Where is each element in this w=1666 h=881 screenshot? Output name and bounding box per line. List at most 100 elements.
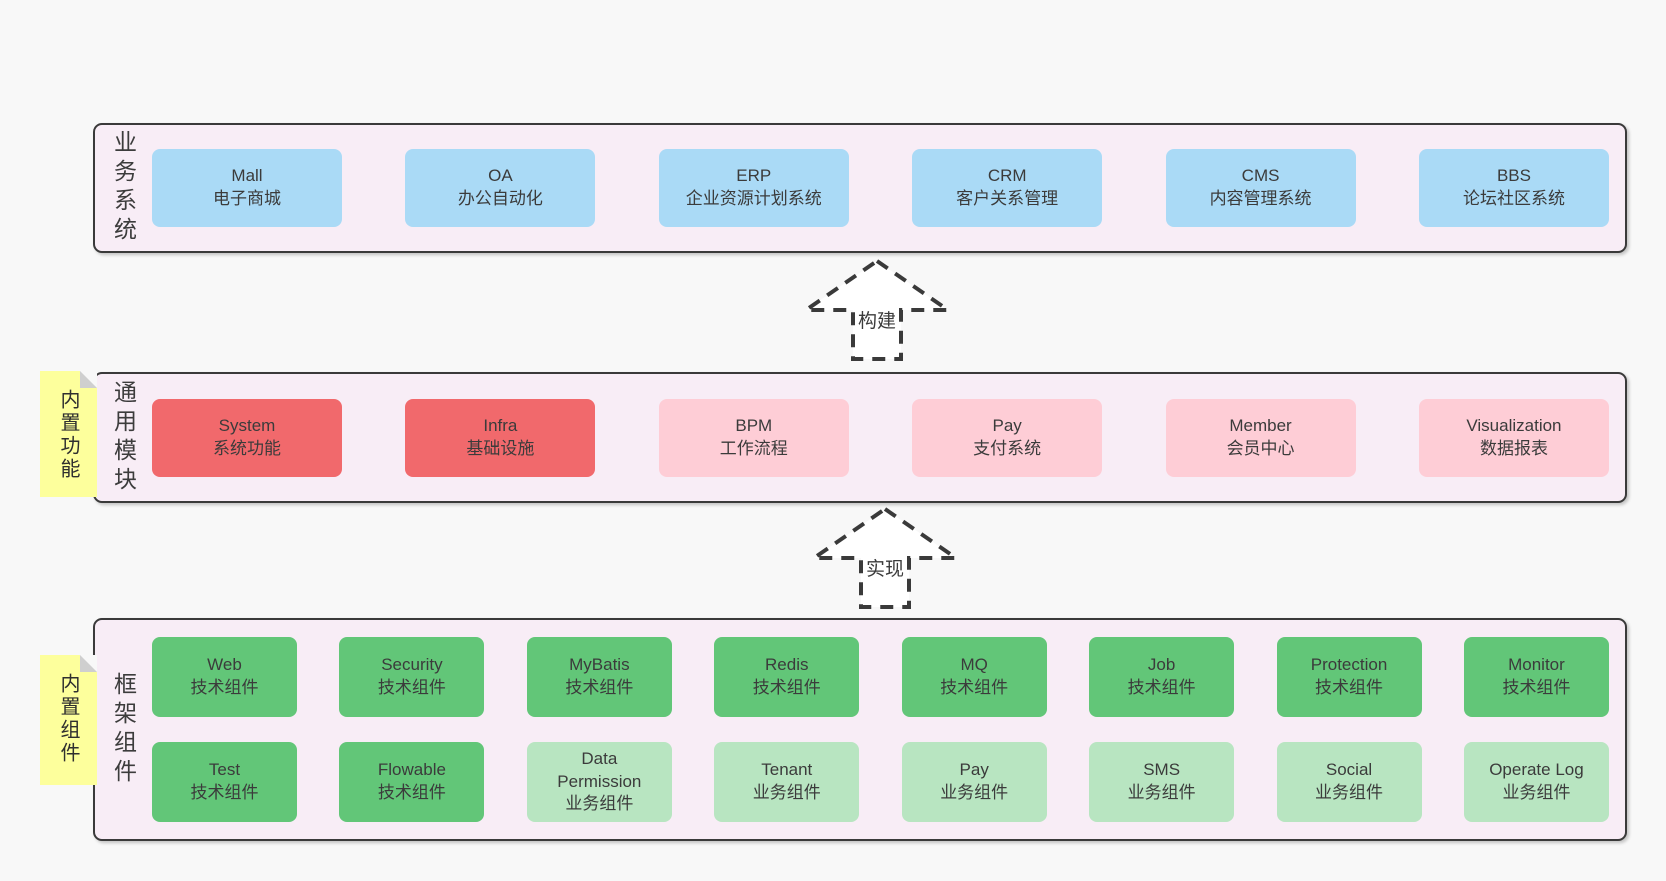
- box-desc: 技术组件: [1127, 678, 1196, 697]
- band-label-modules: 通用模块: [110, 379, 137, 496]
- box-desc: 基础设施: [466, 438, 535, 458]
- box-security: Security 技术组件: [339, 637, 485, 717]
- dashed-up-arrow-icon: [810, 506, 960, 609]
- box-desc: 业务组件: [565, 794, 634, 814]
- box-name: CRM: [987, 166, 1027, 186]
- box-name: Flowable: [377, 760, 446, 780]
- box-desc: 技术组件: [377, 783, 446, 802]
- box-desc: 业务组件: [1127, 783, 1196, 802]
- box-name: SMS: [1143, 760, 1181, 780]
- box-name: Mall: [231, 166, 263, 186]
- box-tenant: Tenant 业务组件: [714, 742, 860, 822]
- band-framework-components: 框架组件 Web 技术组件 Security 技术组件 MyBatis 技术组件…: [93, 618, 1627, 841]
- box-desc: 技术组件: [565, 678, 634, 697]
- box-name: System: [218, 415, 276, 435]
- box-mq: MQ 技术组件: [901, 637, 1047, 717]
- sticky-note-builtin-components: 内置组件: [40, 655, 97, 785]
- box-job: Job 技术组件: [1089, 637, 1235, 717]
- box-bbs: BBS 论坛社区系统: [1418, 149, 1609, 227]
- band-label-business: 业务系统: [110, 130, 137, 246]
- box-desc: 论坛社区系统: [1462, 189, 1565, 208]
- box-desc: 电子商城: [213, 189, 281, 208]
- arrow-implement-label: 实现: [865, 559, 904, 580]
- box-name: Tenant: [761, 760, 813, 780]
- box-name: Job: [1147, 655, 1176, 675]
- box-name: Visualization: [1466, 415, 1562, 435]
- box-desc: 工作流程: [719, 438, 788, 458]
- box-crm: CRM 客户关系管理: [912, 149, 1103, 227]
- box-name: CMS: [1241, 166, 1280, 186]
- box-name: ERP: [736, 166, 772, 186]
- box-flowable: Flowable 技术组件: [339, 742, 485, 822]
- box-desc: 业务组件: [752, 783, 821, 802]
- box-operate-log: Operate Log 业务组件: [1463, 742, 1609, 822]
- box-bpm: BPM 工作流程: [658, 398, 849, 477]
- box-name: Redis: [765, 655, 809, 675]
- box-name: Pay: [992, 415, 1022, 435]
- box-desc: 系统功能: [213, 438, 281, 458]
- box-monitor: Monitor 技术组件: [1463, 637, 1609, 717]
- box-infra: Infra 基础设施: [405, 398, 596, 477]
- sticky-note-text: 内置功能: [57, 389, 79, 481]
- box-desc: 技术组件: [752, 678, 821, 697]
- box-name: Infra: [483, 415, 518, 435]
- box-mall: Mall 电子商城: [152, 149, 342, 227]
- box-name: Operate Log: [1489, 760, 1584, 780]
- box-desc: 业务组件: [1315, 783, 1384, 802]
- box-name: BBS: [1496, 166, 1531, 186]
- box-name: MQ: [960, 655, 988, 675]
- box-name: Social: [1325, 760, 1373, 780]
- box-name: Web: [207, 655, 242, 675]
- box-data-permission: Data Permission 业务组件: [526, 742, 672, 822]
- box-name: Test: [208, 760, 241, 780]
- box-desc: 技术组件: [190, 783, 259, 802]
- box-desc: 内容管理系统: [1209, 189, 1312, 208]
- box-name: BPM: [735, 415, 773, 435]
- box-desc: 业务组件: [1502, 783, 1571, 802]
- arrow-build: 构建: [802, 258, 952, 362]
- box-desc: 客户关系管理: [956, 189, 1059, 208]
- sticky-note-builtin-features: 内置功能: [40, 371, 97, 497]
- box-redis: Redis 技术组件: [714, 637, 860, 717]
- box-desc: 业务组件: [940, 783, 1009, 802]
- box-desc: 技术组件: [1502, 678, 1571, 697]
- box-protection: Protection 技术组件: [1276, 637, 1422, 717]
- box-pay-module: Pay 支付系统: [912, 398, 1103, 477]
- box-erp: ERP 企业资源计划系统: [658, 149, 849, 227]
- box-desc: 技术组件: [377, 678, 446, 697]
- box-name: Monitor: [1508, 655, 1565, 675]
- box-sms: SMS 业务组件: [1089, 742, 1235, 822]
- folded-corner-icon: [80, 655, 97, 672]
- box-test: Test 技术组件: [152, 742, 297, 822]
- band-business-systems: 业务系统 Mall 电子商城 OA 办公自动化 ERP 企业资源计划系统 CRM…: [93, 123, 1627, 253]
- box-desc: 数据报表: [1479, 438, 1548, 458]
- band-business-content: Mall 电子商城 OA 办公自动化 ERP 企业资源计划系统 CRM 客户关系…: [152, 125, 1625, 251]
- box-desc: 技术组件: [940, 678, 1009, 697]
- folded-corner-icon: [80, 371, 97, 388]
- box-name: OA: [488, 166, 513, 186]
- box-desc: 支付系统: [973, 438, 1042, 458]
- arrow-implement: 实现: [810, 506, 960, 610]
- box-name: Data Permission: [557, 748, 642, 791]
- box-desc: 技术组件: [190, 678, 259, 697]
- band-label-components: 框架组件: [110, 671, 137, 788]
- band-components-grid: Web 技术组件 Security 技术组件 MyBatis 技术组件 Redi…: [152, 620, 1625, 839]
- sticky-note-text: 内置组件: [57, 673, 79, 765]
- box-name: Protection: [1310, 655, 1388, 675]
- band-modules-content: System 系统功能 Infra 基础设施 BPM 工作流程 Pay 支付系统…: [152, 374, 1625, 501]
- box-desc: 企业资源计划系统: [685, 189, 822, 208]
- box-web: Web 技术组件: [152, 637, 297, 717]
- box-name: MyBatis: [569, 655, 630, 675]
- box-desc: 技术组件: [1315, 678, 1384, 697]
- box-visualization: Visualization 数据报表: [1418, 398, 1609, 477]
- box-name: Member: [1229, 415, 1292, 435]
- arrow-build-label: 构建: [857, 311, 896, 332]
- box-mybatis: MyBatis 技术组件: [526, 637, 672, 717]
- box-system: System 系统功能: [152, 398, 342, 477]
- box-social: Social 业务组件: [1276, 742, 1422, 822]
- box-desc: 会员中心: [1226, 438, 1295, 458]
- box-pay-component: Pay 业务组件: [901, 742, 1047, 822]
- box-desc: 办公自动化: [457, 189, 543, 208]
- box-name: Pay: [959, 760, 989, 780]
- band-common-modules: 通用模块 System 系统功能 Infra 基础设施 BPM 工作流程 Pay…: [93, 372, 1627, 503]
